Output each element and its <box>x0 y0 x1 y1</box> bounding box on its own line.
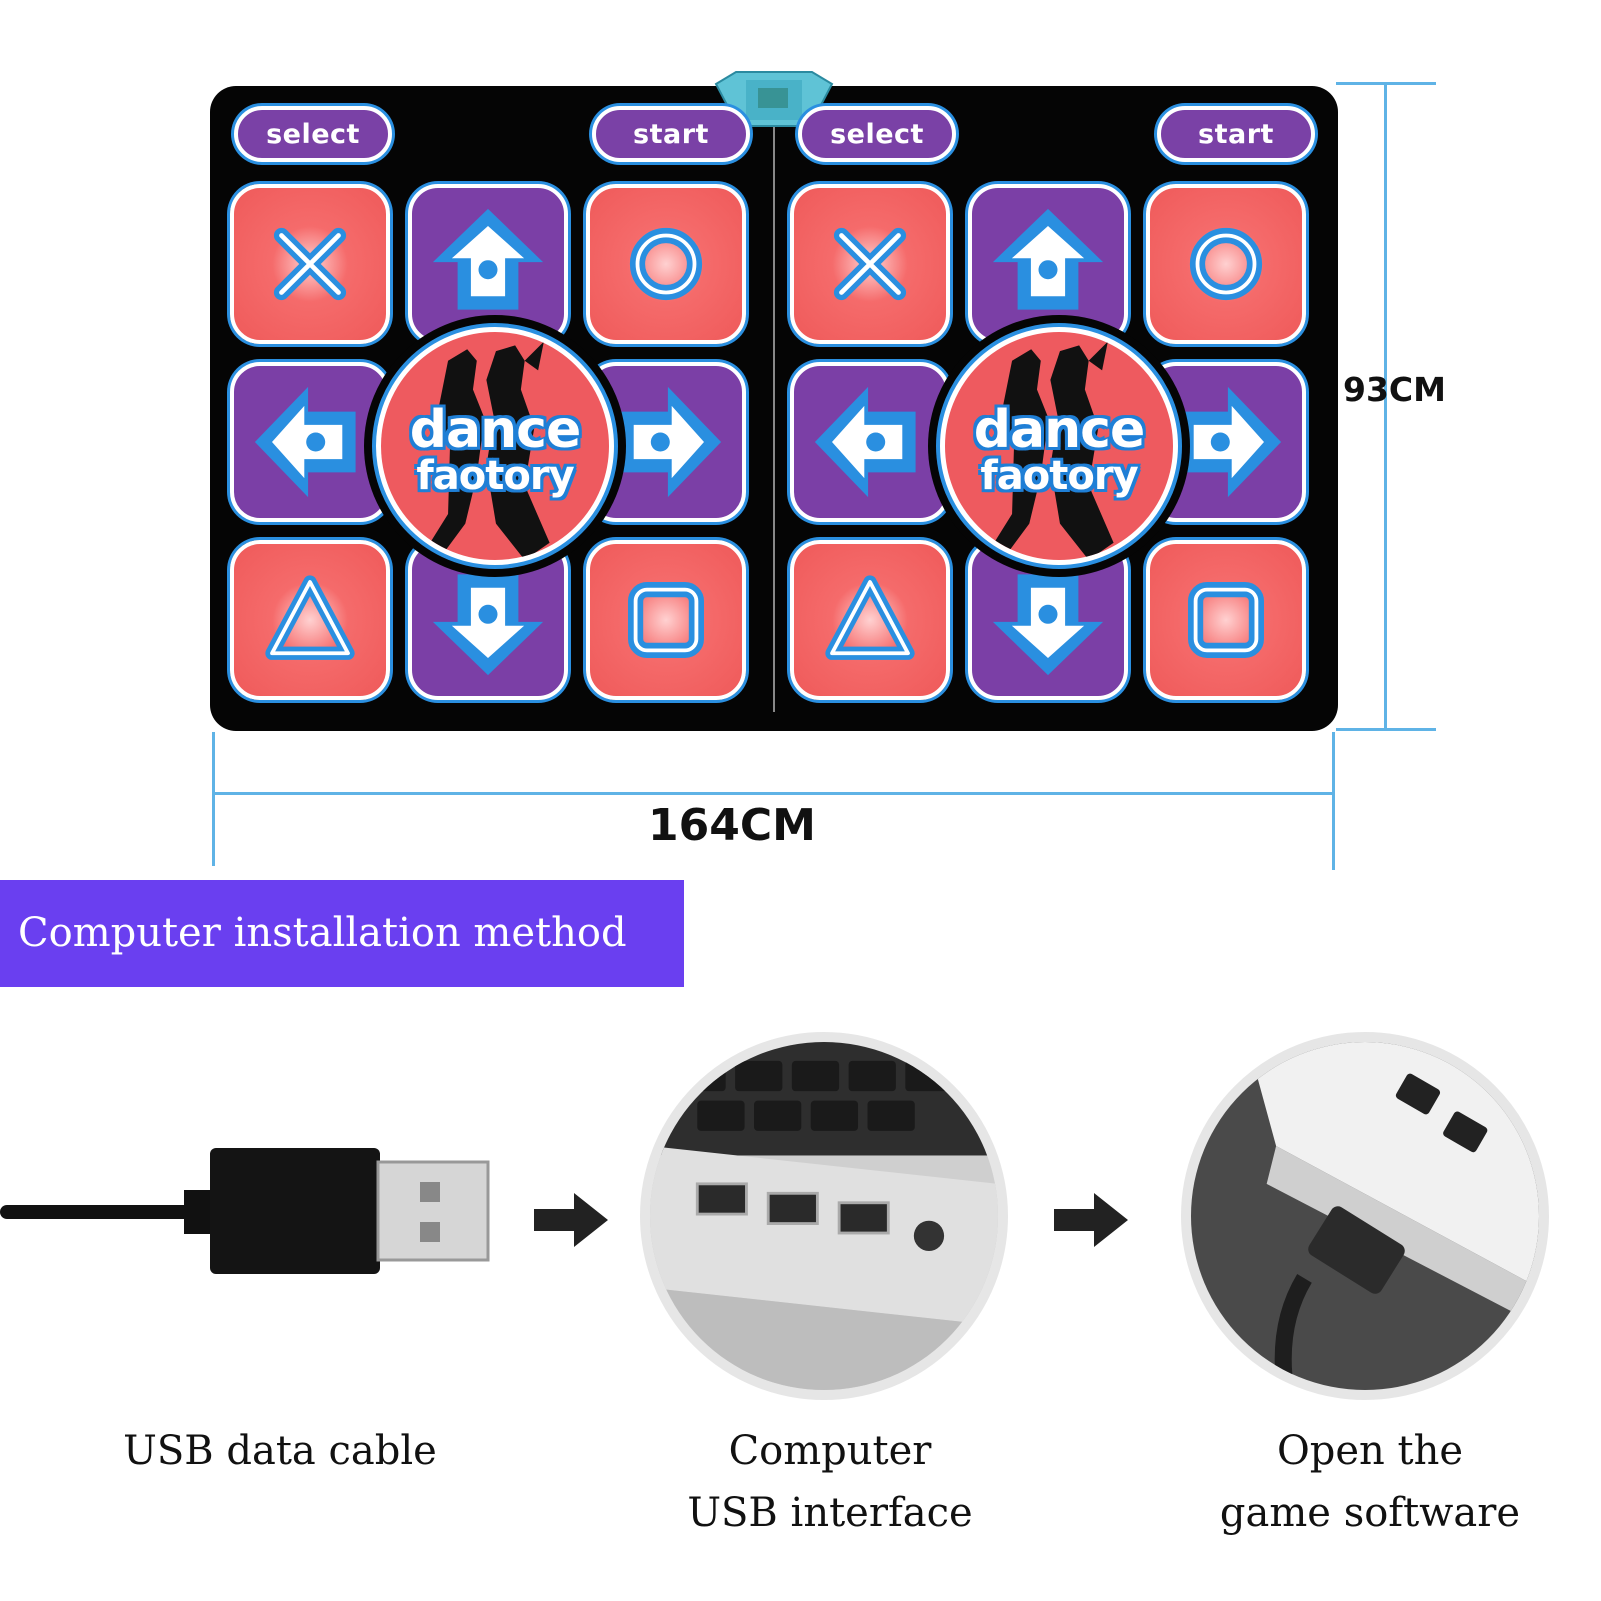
p2-pad-arrow-left[interactable] <box>790 362 950 522</box>
p2-pad-triangle[interactable] <box>790 540 950 700</box>
step2-caption-line2: USB interface <box>687 1490 973 1536</box>
p2-select-button[interactable]: select <box>798 106 956 162</box>
width-label: 164CM <box>648 800 816 851</box>
square-icon <box>628 582 704 658</box>
p1-logo-line1: dance <box>409 400 581 460</box>
mat-divider <box>773 104 775 712</box>
p1-pad-arrow-up[interactable] <box>408 184 568 344</box>
banner-title: Computer installation method <box>18 910 627 956</box>
arrow-right-icon <box>534 1193 608 1247</box>
p2-dance-factory-logo: dance faotory <box>940 327 1178 565</box>
usb-plugged-in-icon <box>1181 1032 1549 1400</box>
arrow-left-icon <box>254 386 356 498</box>
p2-pad-circle[interactable] <box>1146 184 1306 344</box>
arrow-down-icon <box>992 574 1104 676</box>
p1-pad-triangle[interactable] <box>230 540 390 700</box>
step3-caption-line1: Open the <box>1276 1428 1464 1474</box>
cross-icon <box>833 227 907 301</box>
p2-logo-line2: faotory <box>980 453 1138 499</box>
p2-pad-arrow-down[interactable] <box>968 540 1128 700</box>
usb-cable-icon <box>0 1140 500 1300</box>
p1-start-button[interactable]: start <box>592 106 750 162</box>
triangle-icon <box>265 575 355 660</box>
laptop-usb-ports-icon <box>640 1032 1008 1400</box>
circle-icon <box>1189 227 1263 301</box>
triangle-icon <box>825 575 915 660</box>
step3-caption: Open the game software <box>1190 1420 1550 1544</box>
arrow-right-icon <box>1180 386 1282 498</box>
p2-pad-cross[interactable] <box>790 184 950 344</box>
step3-caption-line2: game software <box>1219 1490 1521 1536</box>
step2-caption-line1: Computer <box>728 1428 932 1474</box>
step2-caption: Computer USB interface <box>640 1420 1020 1544</box>
p2-start-button[interactable]: start <box>1157 106 1315 162</box>
height-dimension-line <box>1336 82 1436 734</box>
p1-logo-line2: faotory <box>416 453 574 499</box>
p2-pad-square[interactable] <box>1146 540 1306 700</box>
p1-dance-factory-logo: dance faotory <box>376 327 614 565</box>
p1-pad-arrow-left[interactable] <box>230 362 390 522</box>
arrow-right-icon <box>1054 1193 1128 1247</box>
p1-pad-circle[interactable] <box>586 184 746 344</box>
cross-icon <box>273 227 347 301</box>
width-dimension-line <box>212 732 1336 872</box>
circle-icon <box>629 227 703 301</box>
height-label: 93CM <box>1343 370 1446 409</box>
arrow-right-icon <box>620 386 722 498</box>
arrow-up-icon <box>432 208 544 310</box>
arrow-left-icon <box>814 386 916 498</box>
p2-pad-arrow-up[interactable] <box>968 184 1128 344</box>
step1-caption: USB data cable <box>100 1420 460 1482</box>
p1-pad-arrow-down[interactable] <box>408 540 568 700</box>
p1-select-button[interactable]: select <box>234 106 392 162</box>
p1-pad-cross[interactable] <box>230 184 390 344</box>
p1-pad-square[interactable] <box>586 540 746 700</box>
p2-logo-line1: dance <box>973 400 1145 460</box>
arrow-down-icon <box>432 574 544 676</box>
arrow-up-icon <box>992 208 1104 310</box>
step1-caption-line1: USB data cable <box>123 1428 437 1474</box>
square-icon <box>1188 582 1264 658</box>
section-banner <box>0 880 684 987</box>
